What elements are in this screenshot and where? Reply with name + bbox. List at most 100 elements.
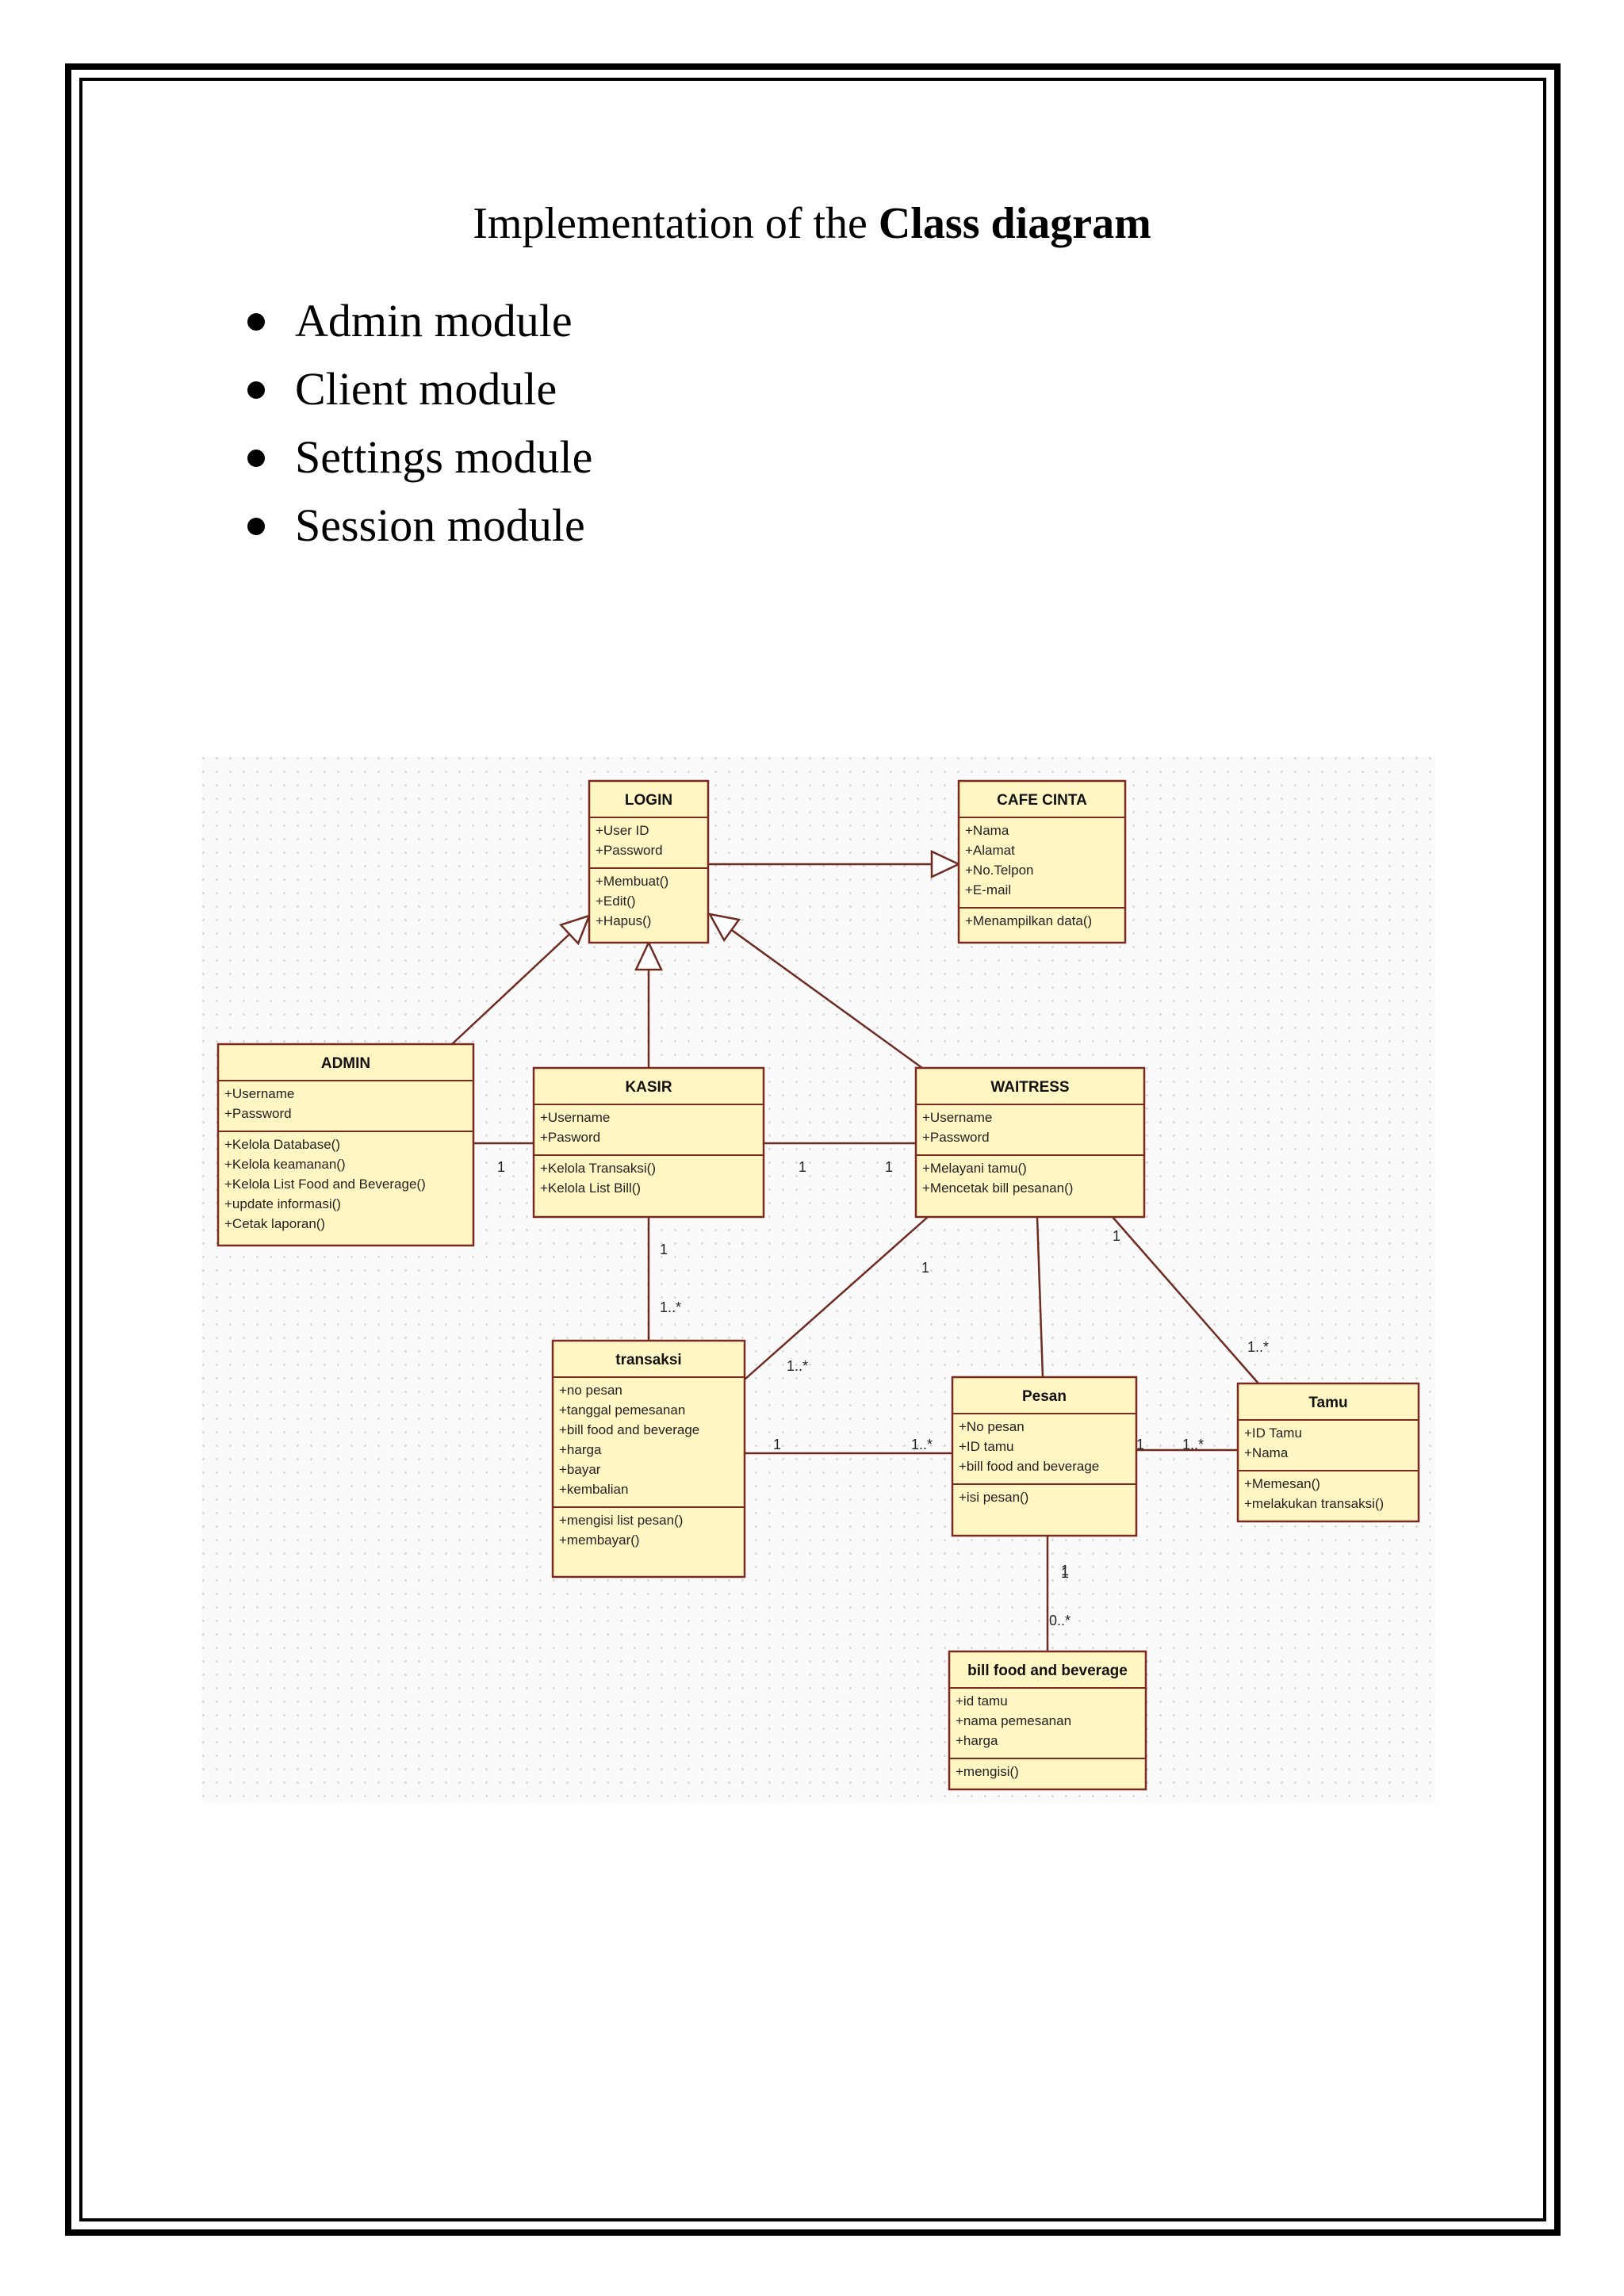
class-operation: +Kelola Transaksi(): [540, 1161, 656, 1176]
class-kasir: KASIR+Username+Pasword+Kelola Transaksi(…: [532, 1066, 765, 1219]
class-box: [588, 779, 710, 944]
module-item: Admin module: [238, 287, 592, 355]
module-label: Session module: [295, 499, 585, 551]
class-attribute: +id tamu: [956, 1693, 1008, 1709]
multiplicity-label: 1: [1113, 1228, 1120, 1244]
class-name: bill food and beverage: [967, 1663, 1128, 1679]
class-box: [957, 779, 1127, 944]
class-operation: +membayar(): [559, 1533, 640, 1548]
class-attribute: +Nama: [1244, 1445, 1289, 1460]
module-label: Admin module: [295, 295, 573, 346]
class-attribute: +bill food and beverage: [559, 1422, 699, 1437]
page-title: Implementation of the Class diagram: [0, 198, 1624, 249]
title-bold: Class diagram: [878, 199, 1151, 248]
class-attribute: +kembalian: [559, 1482, 628, 1497]
class-name: WAITRESS: [990, 1079, 1069, 1096]
class-attribute: +tanggal pemesanan: [559, 1402, 685, 1418]
association-line: [1036, 1216, 1044, 1378]
class-attribute: +Username: [224, 1086, 294, 1101]
class-name: CAFE CINTA: [997, 792, 1087, 809]
bullet-icon: [247, 381, 265, 399]
class-diagram-canvas: LOGIN+User ID+Password+Membuat()+Edit()+…: [202, 757, 1435, 1804]
class-waitress: WAITRESS +Username +Password +Melayani tamu…: [914, 1066, 1146, 1219]
class-attribute: +nama pemesanan: [956, 1713, 1071, 1728]
class-diagram: LOGIN+User ID+Password+Membuat()+Edit()+…: [202, 757, 1435, 1804]
multiplicity-label: 1: [1136, 1437, 1144, 1452]
multiplicity-label: 1: [1061, 1563, 1069, 1578]
class-attribute: +no pesan: [559, 1383, 622, 1398]
multiplicity-label: 0..*: [1049, 1613, 1071, 1628]
multiplicity-label: 1..*: [911, 1437, 933, 1452]
class-operation: +Edit(): [596, 894, 636, 909]
class-operation: +Cetak laporan(): [224, 1216, 325, 1231]
class-box: [948, 1650, 1147, 1791]
class-tamu: Tamu+ID Tamu+Nama+Memesan()+melakukan tr…: [1236, 1382, 1420, 1523]
generalization-line: [451, 933, 571, 1045]
module-item: Client module: [238, 355, 592, 423]
class-operation: +isi pesan(): [959, 1490, 1028, 1505]
multiplicity-label: 1: [1061, 1565, 1069, 1581]
class-attribute: +Username: [922, 1110, 992, 1125]
class-box: [532, 1066, 765, 1219]
class-operation: +Kelola keamanan(): [224, 1157, 346, 1172]
class-attribute: +harga: [559, 1442, 602, 1457]
module-item: Settings module: [238, 423, 592, 492]
class-operation: +Memesan(): [1244, 1476, 1320, 1491]
multiplicity-label: 1: [885, 1159, 893, 1175]
page-border-outer: [65, 63, 1561, 2236]
class-attribute: +No.Telpon: [965, 863, 1033, 878]
class-name: transaksi: [615, 1352, 681, 1368]
class-name: ADMIN: [321, 1055, 370, 1072]
module-label: Client module: [295, 363, 557, 415]
multiplicity-label: 1: [921, 1260, 929, 1276]
class-attribute: +bill food and beverage: [959, 1459, 1099, 1474]
class-transaksi: transaksi +no pesan +tanggal pemesanan +bil…: [551, 1339, 746, 1578]
association-line: [744, 1216, 929, 1380]
bullet-icon: [247, 313, 265, 331]
class-operation: +Hapus(): [596, 913, 651, 928]
class-bill-food-and-beverage: bill food and beverage +id tamu +nama peme…: [948, 1650, 1147, 1791]
class-operation: +mengisi(): [956, 1764, 1019, 1779]
class-operation: +Membuat(): [596, 874, 668, 889]
association-line: [1112, 1216, 1259, 1384]
class-box: [1236, 1382, 1420, 1523]
multiplicity-label: 1..*: [1247, 1339, 1269, 1355]
class-admin: ADMIN +Username +Password +Kelola Database(…: [216, 1043, 475, 1247]
multiplicity-label: 1..*: [660, 1299, 681, 1315]
bullet-icon: [247, 518, 265, 535]
class-attribute: +Nama: [965, 823, 1009, 838]
generalization-arrowhead: [707, 913, 741, 943]
class-operation: +Mencetak bill pesanan(): [922, 1181, 1073, 1196]
class-operation: +Kelola Database(): [224, 1137, 340, 1152]
class-box: [951, 1376, 1138, 1537]
bullet-icon: [247, 450, 265, 467]
multiplicity-label: 1: [660, 1242, 668, 1257]
class-name: LOGIN: [625, 792, 672, 809]
class-operation: +Melayani tamu(): [922, 1161, 1027, 1176]
generalization-line: [730, 928, 923, 1070]
class-attribute: +Pasword: [540, 1130, 600, 1145]
class-operation: +Kelola List Food and Beverage(): [224, 1177, 426, 1192]
class-attribute: +Password: [922, 1130, 990, 1145]
class-attribute: +harga: [956, 1733, 998, 1748]
multiplicity-label: 1..*: [787, 1358, 808, 1374]
class-login: LOGIN+User ID+Password+Membuat()+Edit()+…: [588, 779, 710, 944]
module-label: Settings module: [295, 431, 593, 483]
class-name: Pesan: [1022, 1388, 1067, 1405]
class-box: [914, 1066, 1146, 1219]
class-box: [551, 1339, 746, 1578]
multiplicity-label: 1: [497, 1159, 505, 1175]
title-prefix: Implementation of the: [473, 199, 879, 248]
class-box: [216, 1043, 475, 1247]
class-pesan: Pesan +No pesan +ID tamu +bill food and bev…: [951, 1376, 1138, 1537]
class-name: KASIR: [625, 1079, 672, 1096]
class-operation: +Menampilkan data(): [965, 913, 1092, 928]
class-name: Tamu: [1308, 1395, 1347, 1411]
class-cafe-cinta: CAFE CINTA+Nama+Alamat+No.Telpon+E-mail+…: [957, 779, 1127, 944]
class-attribute: +ID tamu: [959, 1439, 1013, 1454]
multiplicity-label: 1..*: [1182, 1437, 1204, 1452]
class-attribute: +Password: [224, 1106, 292, 1121]
class-attribute: +No pesan: [959, 1419, 1025, 1434]
class-operation: +update informasi(): [224, 1196, 341, 1211]
module-list: Admin module Client module Settings modu…: [238, 287, 592, 560]
